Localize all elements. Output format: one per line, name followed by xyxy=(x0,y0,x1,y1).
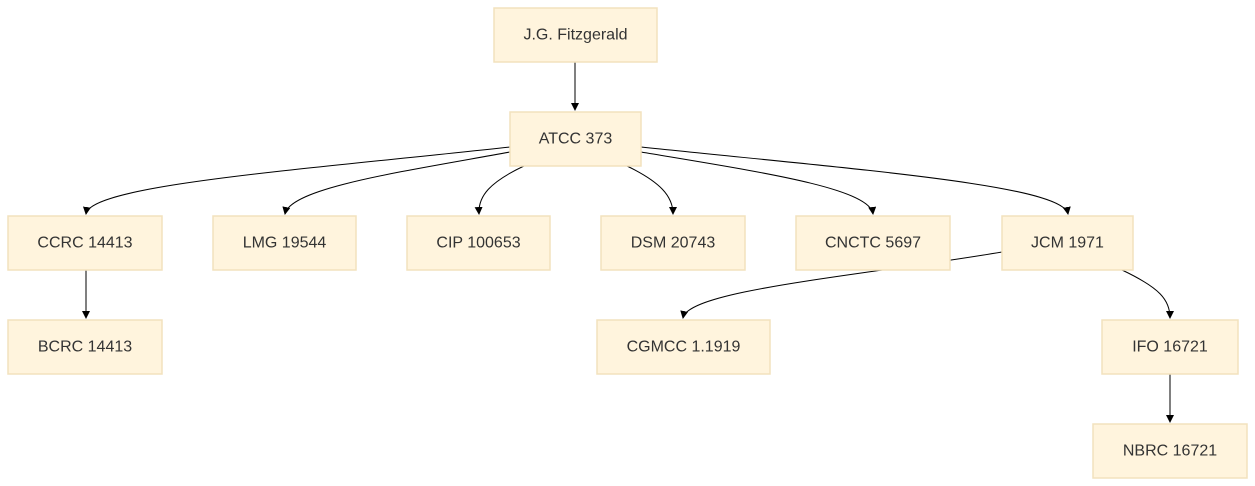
node-nbrc: NBRC 16721 xyxy=(1092,423,1248,479)
node-cip: CIP 100653 xyxy=(406,215,551,271)
node-jcm: JCM 1971 xyxy=(1001,215,1134,271)
node-label: LMG 19544 xyxy=(243,235,327,252)
edge-atcc-dsm xyxy=(626,165,677,215)
node-label: ATCC 373 xyxy=(539,131,613,148)
node-label: IFO 16721 xyxy=(1132,339,1208,356)
node-label: CNCTC 5697 xyxy=(825,235,921,252)
node-label: DSM 20743 xyxy=(631,235,716,252)
node-cgmcc: CGMCC 1.1919 xyxy=(596,319,771,375)
node-label: JCM 1971 xyxy=(1031,235,1104,252)
node-label: CCRC 14413 xyxy=(37,235,132,252)
node-label: CIP 100653 xyxy=(436,235,520,252)
node-ifo: IFO 16721 xyxy=(1101,319,1239,375)
edge-atcc-cnctc xyxy=(640,151,877,215)
node-dsm: DSM 20743 xyxy=(600,215,746,271)
edge-atcc-ccrc xyxy=(83,146,511,215)
node-fitzgerald: J.G. Fitzgerald xyxy=(493,7,658,63)
node-label: BCRC 14413 xyxy=(38,339,132,356)
edge-atcc-cip xyxy=(474,165,525,215)
node-lmg: LMG 19544 xyxy=(212,215,357,271)
node-label: J.G. Fitzgerald xyxy=(523,27,627,44)
node-label: NBRC 16721 xyxy=(1123,443,1217,460)
node-label: CGMCC 1.1919 xyxy=(627,339,741,356)
node-bcrc: BCRC 14413 xyxy=(7,319,163,375)
node-atcc: ATCC 373 xyxy=(509,111,642,167)
edge-atcc-jcm xyxy=(640,146,1071,215)
edge-jcm-ifo xyxy=(1121,269,1174,319)
node-cnctc: CNCTC 5697 xyxy=(795,215,951,271)
node-ccrc: CCRC 14413 xyxy=(7,215,163,271)
edge-atcc-lmg xyxy=(282,151,511,215)
edges xyxy=(82,62,1174,423)
